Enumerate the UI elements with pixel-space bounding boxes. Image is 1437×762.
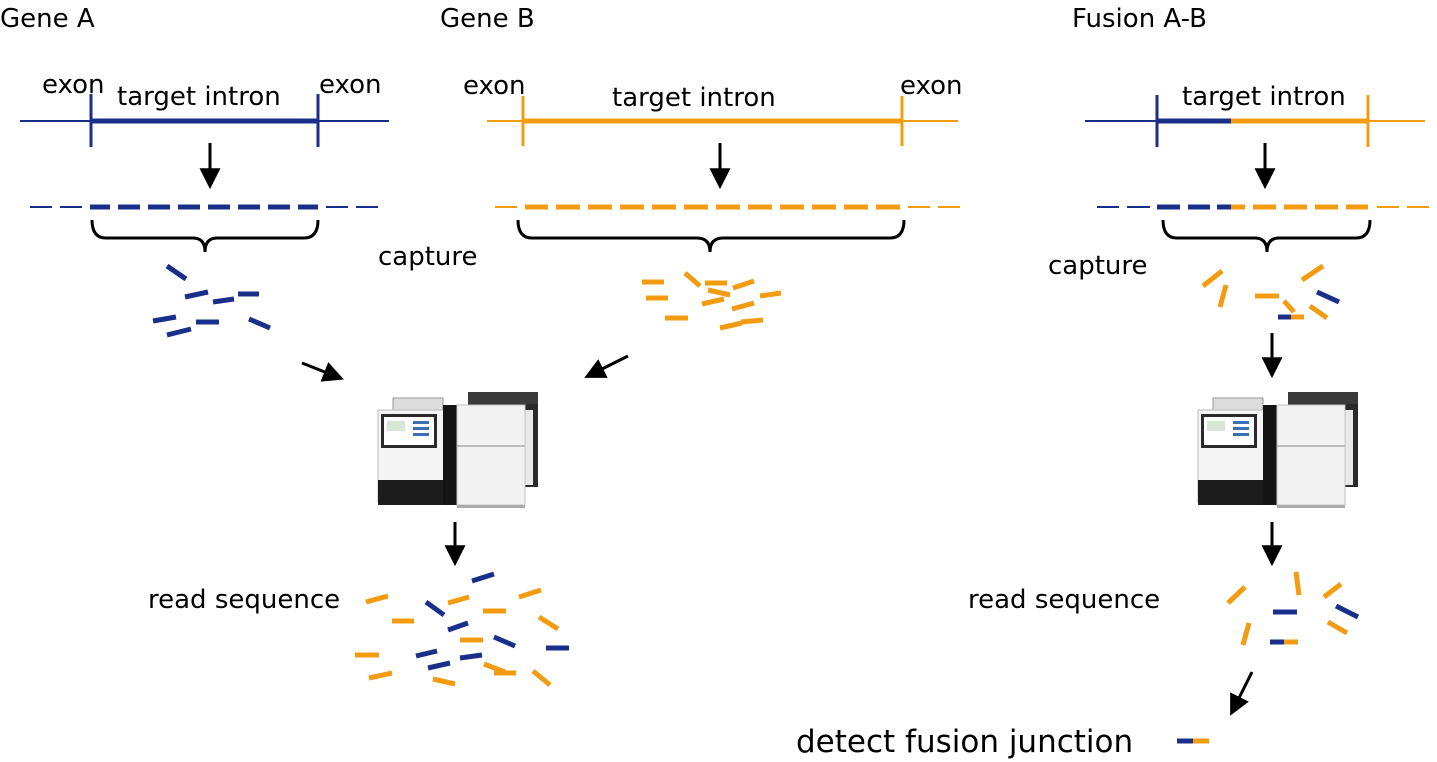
fusion-captured-reads — [1201, 263, 1341, 321]
gene-b-exon-left-label: exon — [463, 71, 526, 101]
gene-a-structure: exon target intron exon — [20, 70, 389, 147]
fusion-brace — [1161, 219, 1372, 253]
sequencer-machine-icon — [377, 392, 538, 508]
fusion-structure: target intron — [1085, 82, 1425, 147]
merged-read-sequence-label: read sequence — [148, 585, 340, 615]
gene-b-captured-reads — [642, 271, 782, 331]
gene-a-intron-label: target intron — [117, 82, 281, 112]
detect-fusion-junction-label: detect fusion junction — [796, 724, 1133, 760]
gene-b-exon-right-label: exon — [900, 71, 963, 101]
gene-a-brace — [90, 219, 320, 253]
gene-a-exon-left-label: exon — [42, 70, 105, 100]
fusion-title: Fusion A-B — [1072, 4, 1207, 34]
fusion-read-sequence-label: read sequence — [968, 585, 1160, 615]
gene-a-exon-right-label: exon — [319, 70, 382, 100]
gene-b-structure: exon target intron exon — [463, 71, 963, 146]
arrow-icon — [1230, 671, 1254, 716]
gene-b-capture-label: capture — [378, 242, 478, 272]
gene-b-brace — [516, 219, 906, 253]
arrow-icon — [584, 354, 629, 378]
sequencer-machine-icon — [1197, 392, 1358, 508]
merged-read-fragments — [355, 571, 569, 687]
fusion-read-fragments — [1226, 571, 1360, 646]
fusion-intron-label: target intron — [1182, 82, 1346, 112]
gene-b-title: Gene B — [440, 4, 535, 34]
gene-b-intron-label: target intron — [612, 83, 776, 113]
arrow-icon — [301, 361, 344, 382]
fusion-capture-label: capture — [1048, 251, 1148, 281]
gene-a-captured-reads — [152, 263, 271, 338]
gene-a-title: Gene A — [0, 4, 95, 34]
